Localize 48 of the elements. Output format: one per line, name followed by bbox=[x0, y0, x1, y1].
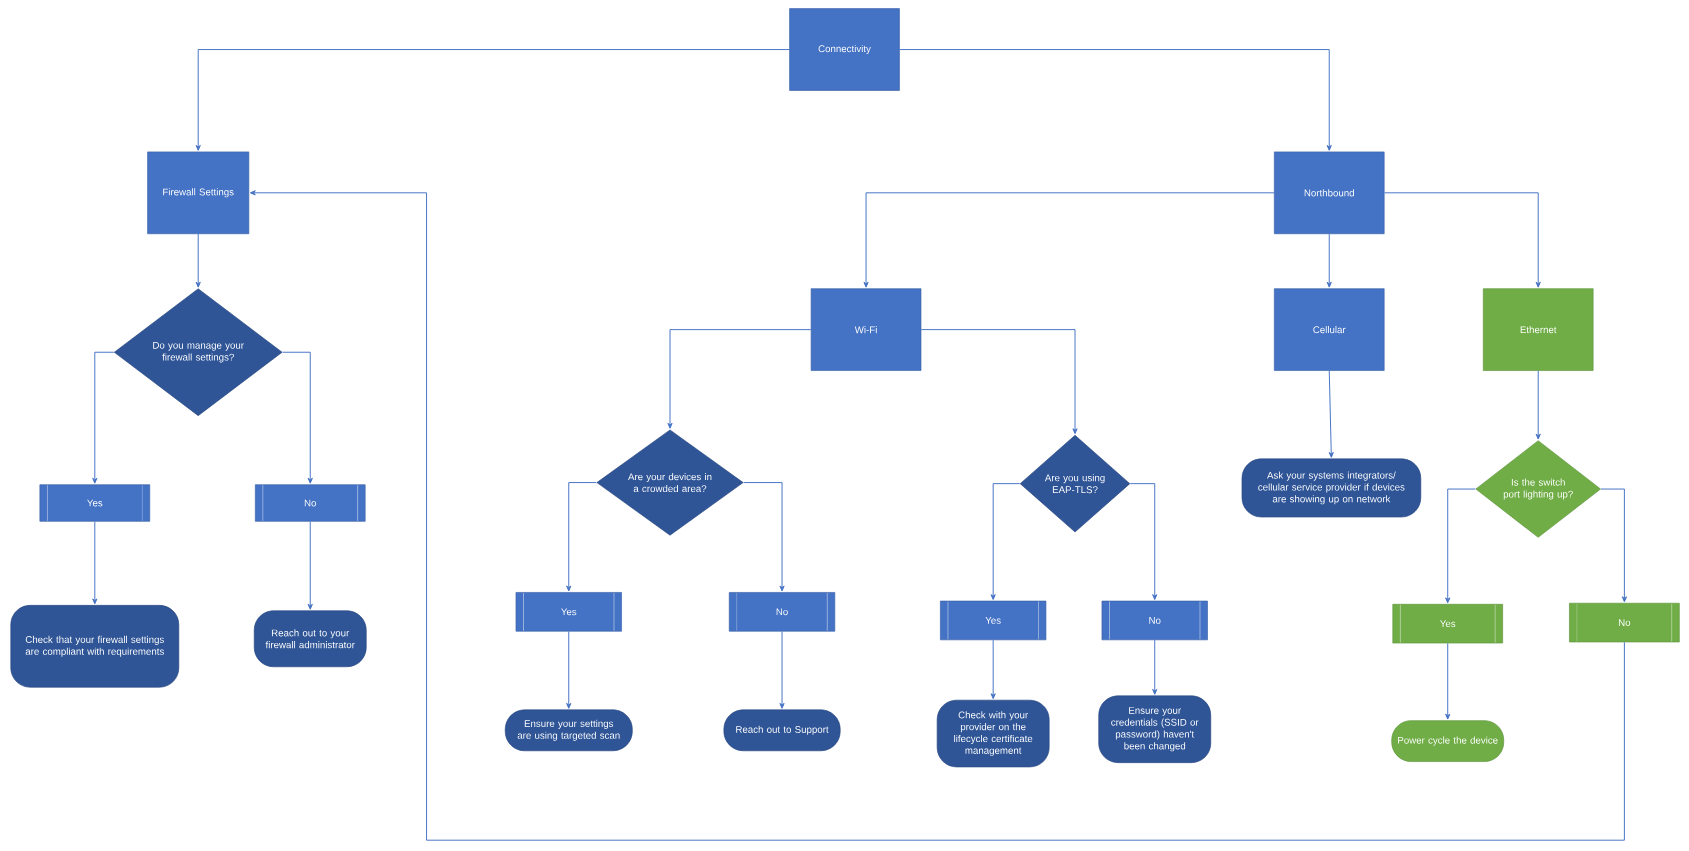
arrow bbox=[1535, 370, 1541, 440]
terminal-box: Ensure your settings are using targeted scan bbox=[504, 709, 633, 752]
arrow bbox=[195, 49, 790, 151]
arrow bbox=[92, 521, 98, 605]
arrow bbox=[667, 329, 812, 429]
arrow bbox=[779, 631, 785, 709]
answer-box: No bbox=[1569, 602, 1680, 643]
arrow bbox=[920, 329, 1078, 435]
arrow bbox=[566, 482, 597, 592]
process-box: Connectivity bbox=[789, 8, 900, 91]
terminal-box: Ensure your credentials (SSID or password) haven't been changed bbox=[1098, 695, 1212, 763]
arrow bbox=[1445, 642, 1451, 720]
answer-box: No bbox=[254, 484, 366, 522]
arrow bbox=[566, 631, 572, 709]
answer-box: Yes bbox=[940, 600, 1047, 641]
process-box: Northbound bbox=[1273, 151, 1385, 235]
arrow bbox=[1129, 483, 1158, 600]
arrow bbox=[899, 49, 1332, 151]
arrow bbox=[990, 639, 996, 700]
arrow bbox=[1326, 233, 1332, 288]
arrow bbox=[1152, 639, 1158, 695]
process-box: Cellular bbox=[1273, 288, 1385, 371]
process-box: Firewall Settings bbox=[147, 151, 250, 235]
terminal-box: Ask your systems integrators/ cellular service provider if devices are showing up on network bbox=[1241, 458, 1422, 518]
terminal-box: Reach out to your firewall administrator bbox=[253, 610, 367, 668]
arrow bbox=[282, 351, 313, 484]
answer-box: No bbox=[1101, 600, 1208, 641]
arrow bbox=[863, 192, 1275, 288]
arrow bbox=[92, 351, 115, 484]
arrow bbox=[1384, 192, 1541, 288]
arrow bbox=[249, 190, 1625, 841]
answer-box: No bbox=[728, 592, 836, 632]
process-box: Ethernet bbox=[1482, 288, 1594, 371]
arrow bbox=[307, 521, 313, 610]
answer-box: Yes bbox=[1392, 604, 1503, 644]
arrow bbox=[743, 482, 785, 592]
process-box: Wi-Fi bbox=[810, 288, 922, 371]
arrow bbox=[195, 233, 201, 288]
terminal-box: Check with your provider on the lifecycle certificate management bbox=[936, 699, 1050, 768]
answer-box: Yes bbox=[515, 592, 622, 632]
answer-box: Yes bbox=[39, 484, 151, 522]
arrow bbox=[990, 483, 1021, 600]
terminal-box: Reach out to Support bbox=[723, 709, 841, 752]
terminal-box: Check that your firewall settings are compliant with requirements bbox=[10, 605, 180, 688]
arrow bbox=[1600, 488, 1627, 603]
arrow bbox=[1328, 370, 1334, 458]
terminal-box: Power cycle the device bbox=[1391, 720, 1505, 762]
arrow bbox=[1445, 488, 1476, 604]
